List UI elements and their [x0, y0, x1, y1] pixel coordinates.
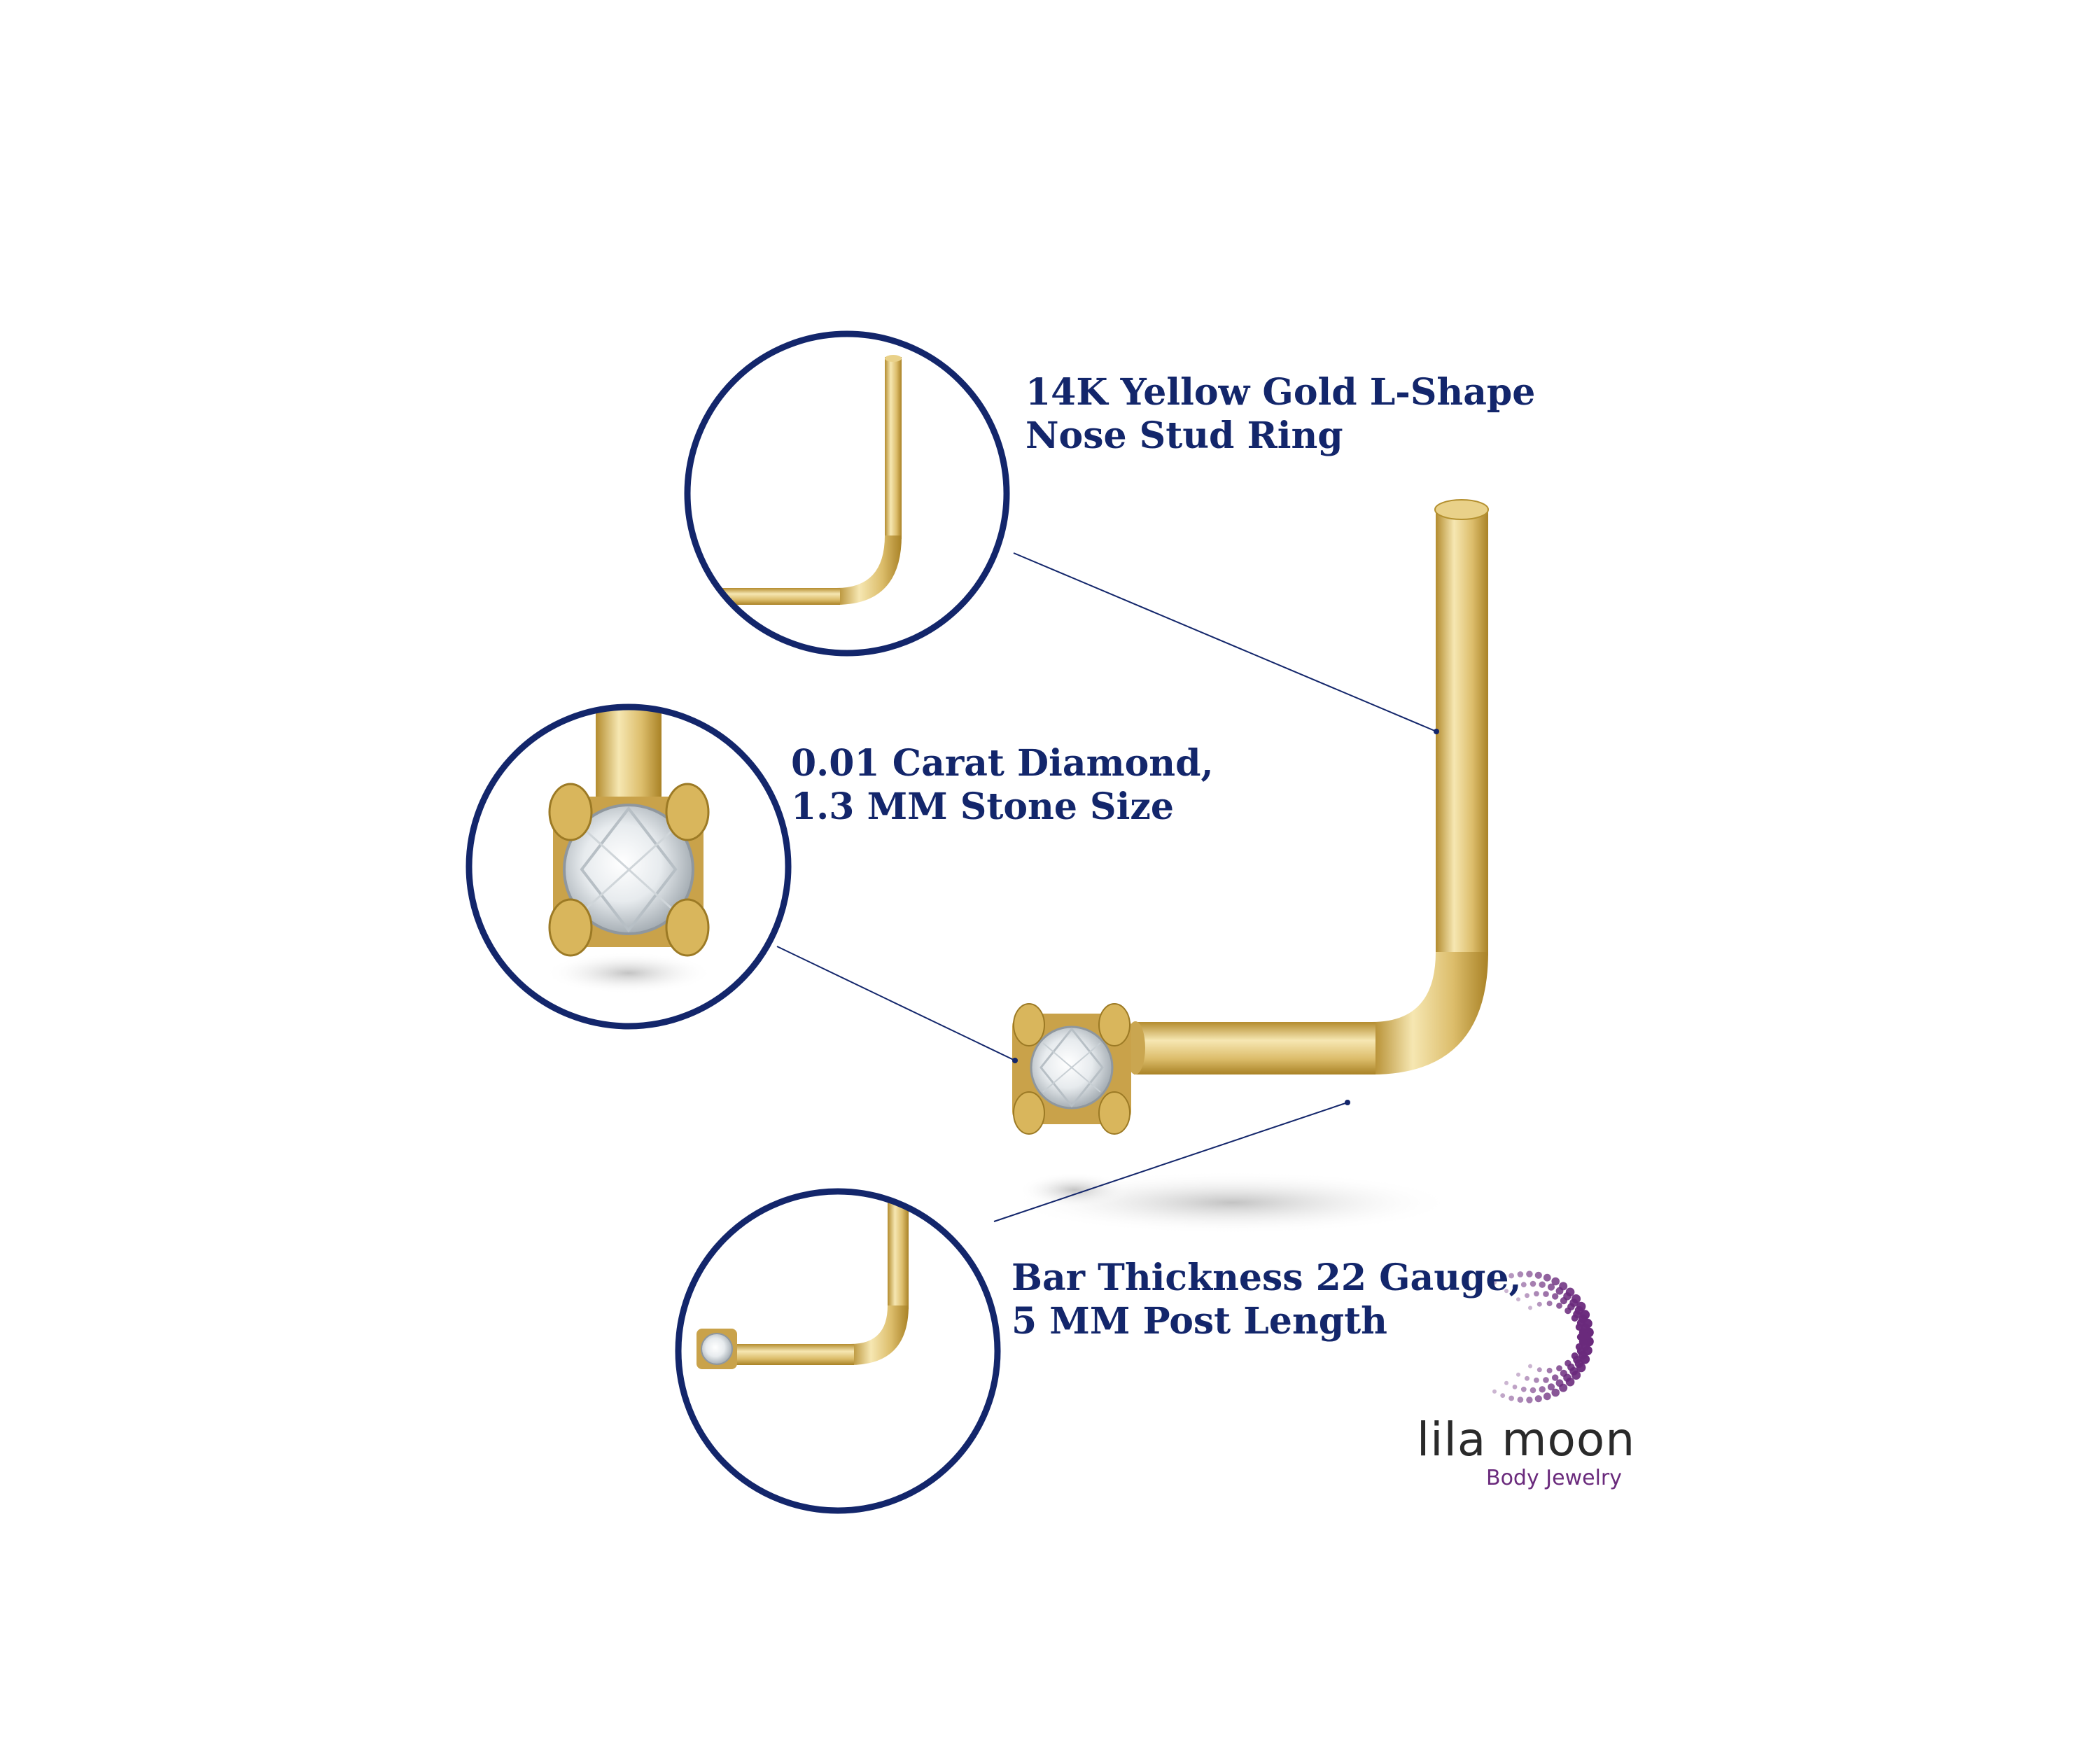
- connector-dot-1: [1434, 729, 1439, 734]
- logo-dot: [1555, 1379, 1564, 1387]
- logo-dot: [1508, 1273, 1515, 1279]
- logo-dot: [1551, 1388, 1560, 1397]
- connector-dot-2: [1012, 1058, 1018, 1063]
- logo-dot: [1571, 1352, 1578, 1359]
- logo-dot: [1560, 1297, 1567, 1305]
- logo-dot: [1560, 1369, 1567, 1377]
- logo-dot: [1551, 1277, 1560, 1286]
- logo-dot: [1543, 1392, 1551, 1401]
- callout-2-line-2: 1.3 MM Stone Size: [791, 785, 1174, 828]
- logo-dot: [1517, 1396, 1524, 1403]
- full-stud-profile-icon: [696, 1191, 909, 1369]
- connector-line-1: [1013, 552, 1437, 732]
- logo-dot: [1500, 1393, 1506, 1398]
- logo-dot: [1547, 1383, 1555, 1391]
- logo-dot: [1500, 1276, 1506, 1281]
- logo-dot: [1536, 1367, 1542, 1373]
- logo-dot: [1564, 1307, 1572, 1315]
- post-tip: [1434, 499, 1489, 520]
- callout-3-line-1: Bar Thickness 22 Gauge,: [1011, 1256, 1522, 1299]
- callout-circle-3: [675, 1188, 1001, 1514]
- logo-dot: [1534, 1395, 1542, 1403]
- logo-dot: [1516, 1372, 1520, 1377]
- logo-dot: [1543, 1291, 1549, 1297]
- logo-dot: [1508, 1395, 1515, 1401]
- logo-dot: [1534, 1291, 1539, 1297]
- logo-dot: [1575, 1343, 1583, 1351]
- logo-dot: [1547, 1283, 1555, 1291]
- logo-dot: [1539, 1386, 1546, 1393]
- logo-dot: [1512, 1284, 1518, 1289]
- logo-dot: [1512, 1385, 1518, 1390]
- logo-dot: [1516, 1297, 1520, 1302]
- connector-line-3: [993, 1102, 1348, 1222]
- logo-dot: [1525, 1376, 1530, 1381]
- prong-setting: [1012, 1003, 1131, 1135]
- logo-dot: [1504, 1289, 1508, 1294]
- dotted-crescent-moon-icon: [1492, 1270, 1594, 1404]
- main-product-image: [1008, 499, 1489, 1234]
- brand-name: lila moon: [1416, 1413, 1636, 1466]
- horizontal-bar: [1134, 1022, 1376, 1074]
- logo-dot: [1575, 1323, 1583, 1331]
- callout-circle-1: [684, 330, 1010, 657]
- callout-3-line-2: 5 MM Post Length: [1011, 1300, 1387, 1343]
- logo-dot: [1546, 1301, 1553, 1307]
- logo-dot: [1543, 1377, 1549, 1383]
- logo-dot: [1525, 1293, 1530, 1298]
- logo-dot: [1534, 1271, 1542, 1279]
- logo-dot: [1530, 1280, 1536, 1287]
- callout-label-1: 14K Yellow Gold L-Shape Nose Stud Ring: [1026, 371, 1535, 458]
- logo-dot: [1528, 1364, 1532, 1368]
- connector-line-2: [776, 946, 1016, 1061]
- logo-dot: [1555, 1287, 1564, 1295]
- logo-dot: [1517, 1271, 1524, 1278]
- logo-dot: [1520, 1282, 1527, 1288]
- logo-dot: [1571, 1315, 1578, 1322]
- logo-dot: [1526, 1270, 1533, 1278]
- connector-dot-3: [1345, 1100, 1350, 1105]
- logo-dot: [1546, 1367, 1553, 1373]
- logo-dot: [1530, 1387, 1536, 1394]
- logo-dot: [1520, 1386, 1527, 1392]
- logo-dot: [1576, 1333, 1585, 1341]
- logo-dot: [1556, 1302, 1562, 1309]
- callout-1-line-1: 14K Yellow Gold L-Shape: [1026, 371, 1536, 414]
- callout-1-line-2: Nose Stud Ring: [1026, 414, 1343, 457]
- callout-2-line-1: 0.01 Carat Diamond,: [791, 742, 1214, 785]
- logo-dot: [1543, 1273, 1551, 1282]
- post-bend: [1372, 952, 1488, 1074]
- brand-tagline: Body Jewelry: [1486, 1466, 1622, 1490]
- logo-dot: [1536, 1301, 1542, 1307]
- logo-dot: [1539, 1281, 1546, 1288]
- logo-dot: [1552, 1293, 1559, 1300]
- logo-dot: [1528, 1306, 1532, 1310]
- vertical-post: [1436, 507, 1488, 955]
- logo-dot: [1564, 1359, 1572, 1367]
- logo-dot: [1504, 1380, 1508, 1385]
- prong-diamond-closeup-icon: [545, 707, 713, 994]
- callout-label-3: Bar Thickness 22 Gauge, 5 MM Post Length: [1011, 1256, 1522, 1343]
- logo-dot: [1556, 1365, 1562, 1372]
- logo-dot: [1552, 1374, 1559, 1381]
- logo-dot: [1534, 1377, 1539, 1383]
- logo-dot: [1492, 1389, 1497, 1394]
- logo-dot: [1526, 1396, 1533, 1404]
- callout-label-2: 0.01 Carat Diamond, 1.3 MM Stone Size: [791, 742, 1214, 829]
- logo-dot: [1492, 1280, 1497, 1285]
- callout-circle-2: [465, 704, 792, 1030]
- brand-logo: lila moon Body Jewelry: [1393, 1414, 1659, 1491]
- diamond-shadow: [1018, 1172, 1130, 1208]
